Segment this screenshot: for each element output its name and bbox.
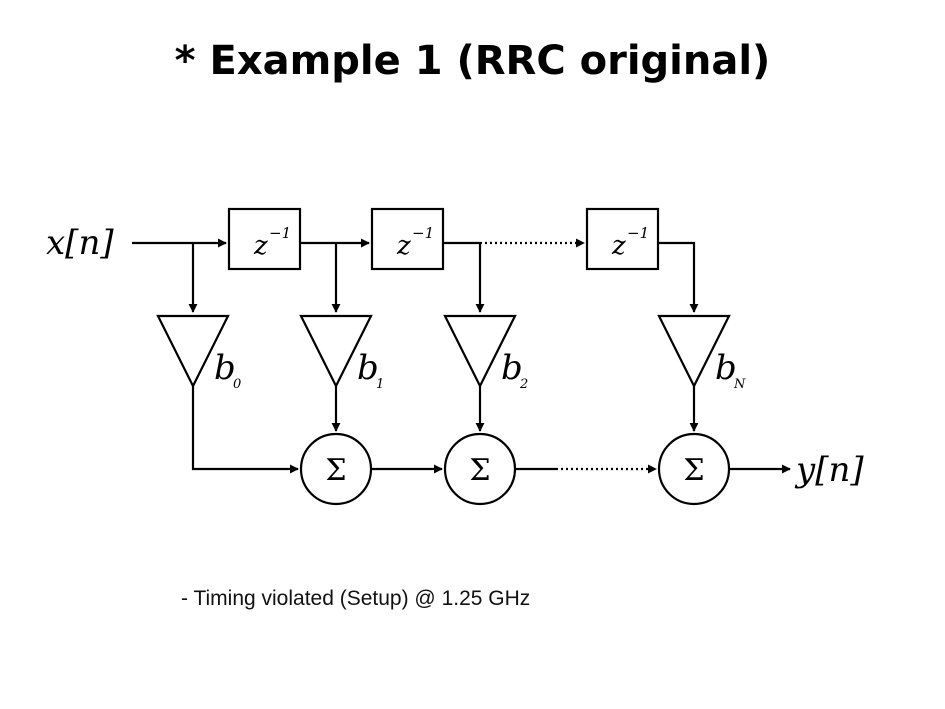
delay-block-1: z −1 xyxy=(227,207,302,271)
svg-text:1: 1 xyxy=(376,377,384,392)
delay-label: z xyxy=(396,231,411,261)
svg-text:N: N xyxy=(733,377,746,392)
delay-block-n: z −1 xyxy=(585,207,660,271)
svg-text:2: 2 xyxy=(519,377,528,392)
gain-out-0 xyxy=(191,386,299,474)
svg-text:b: b xyxy=(214,348,236,388)
tap-line-n xyxy=(658,241,699,313)
sum-symbol: Σ xyxy=(325,453,346,488)
sum-node-2: Σ xyxy=(443,432,517,506)
input-label: x[n] xyxy=(46,223,114,263)
timing-note: - Timing violated (Setup) @ 1.25 GHz xyxy=(181,587,531,610)
coefficient-label-n: b N xyxy=(715,348,746,392)
delay-exponent: −1 xyxy=(269,224,291,242)
sum-node-1: Σ xyxy=(299,432,373,506)
gain-triangle-1 xyxy=(299,314,373,389)
coefficient-label-2: b 2 xyxy=(501,348,528,392)
svg-text:0: 0 xyxy=(233,377,241,392)
sum-node-n: Σ xyxy=(657,432,731,506)
gain-triangle-0 xyxy=(156,314,230,389)
svg-text:b: b xyxy=(357,348,379,388)
delay-exponent: −1 xyxy=(412,224,434,242)
sum-symbol: Σ xyxy=(469,453,490,488)
delay-label: z xyxy=(253,231,268,261)
delay-exponent: −1 xyxy=(627,224,649,242)
slide-title: * Example 1 (RRC original) xyxy=(174,38,771,84)
delay-label: z xyxy=(611,231,626,261)
svg-text:b: b xyxy=(501,348,523,388)
sum-symbol: Σ xyxy=(683,453,704,488)
coefficient-label-0: b 0 xyxy=(214,348,241,392)
coefficient-label-1: b 1 xyxy=(357,348,384,392)
svg-text:b: b xyxy=(715,348,737,388)
output-label: y[n] xyxy=(794,450,864,490)
gain-triangle-n xyxy=(657,314,731,389)
delay-block-2: z −1 xyxy=(370,207,445,271)
gain-triangle-2 xyxy=(443,314,517,389)
